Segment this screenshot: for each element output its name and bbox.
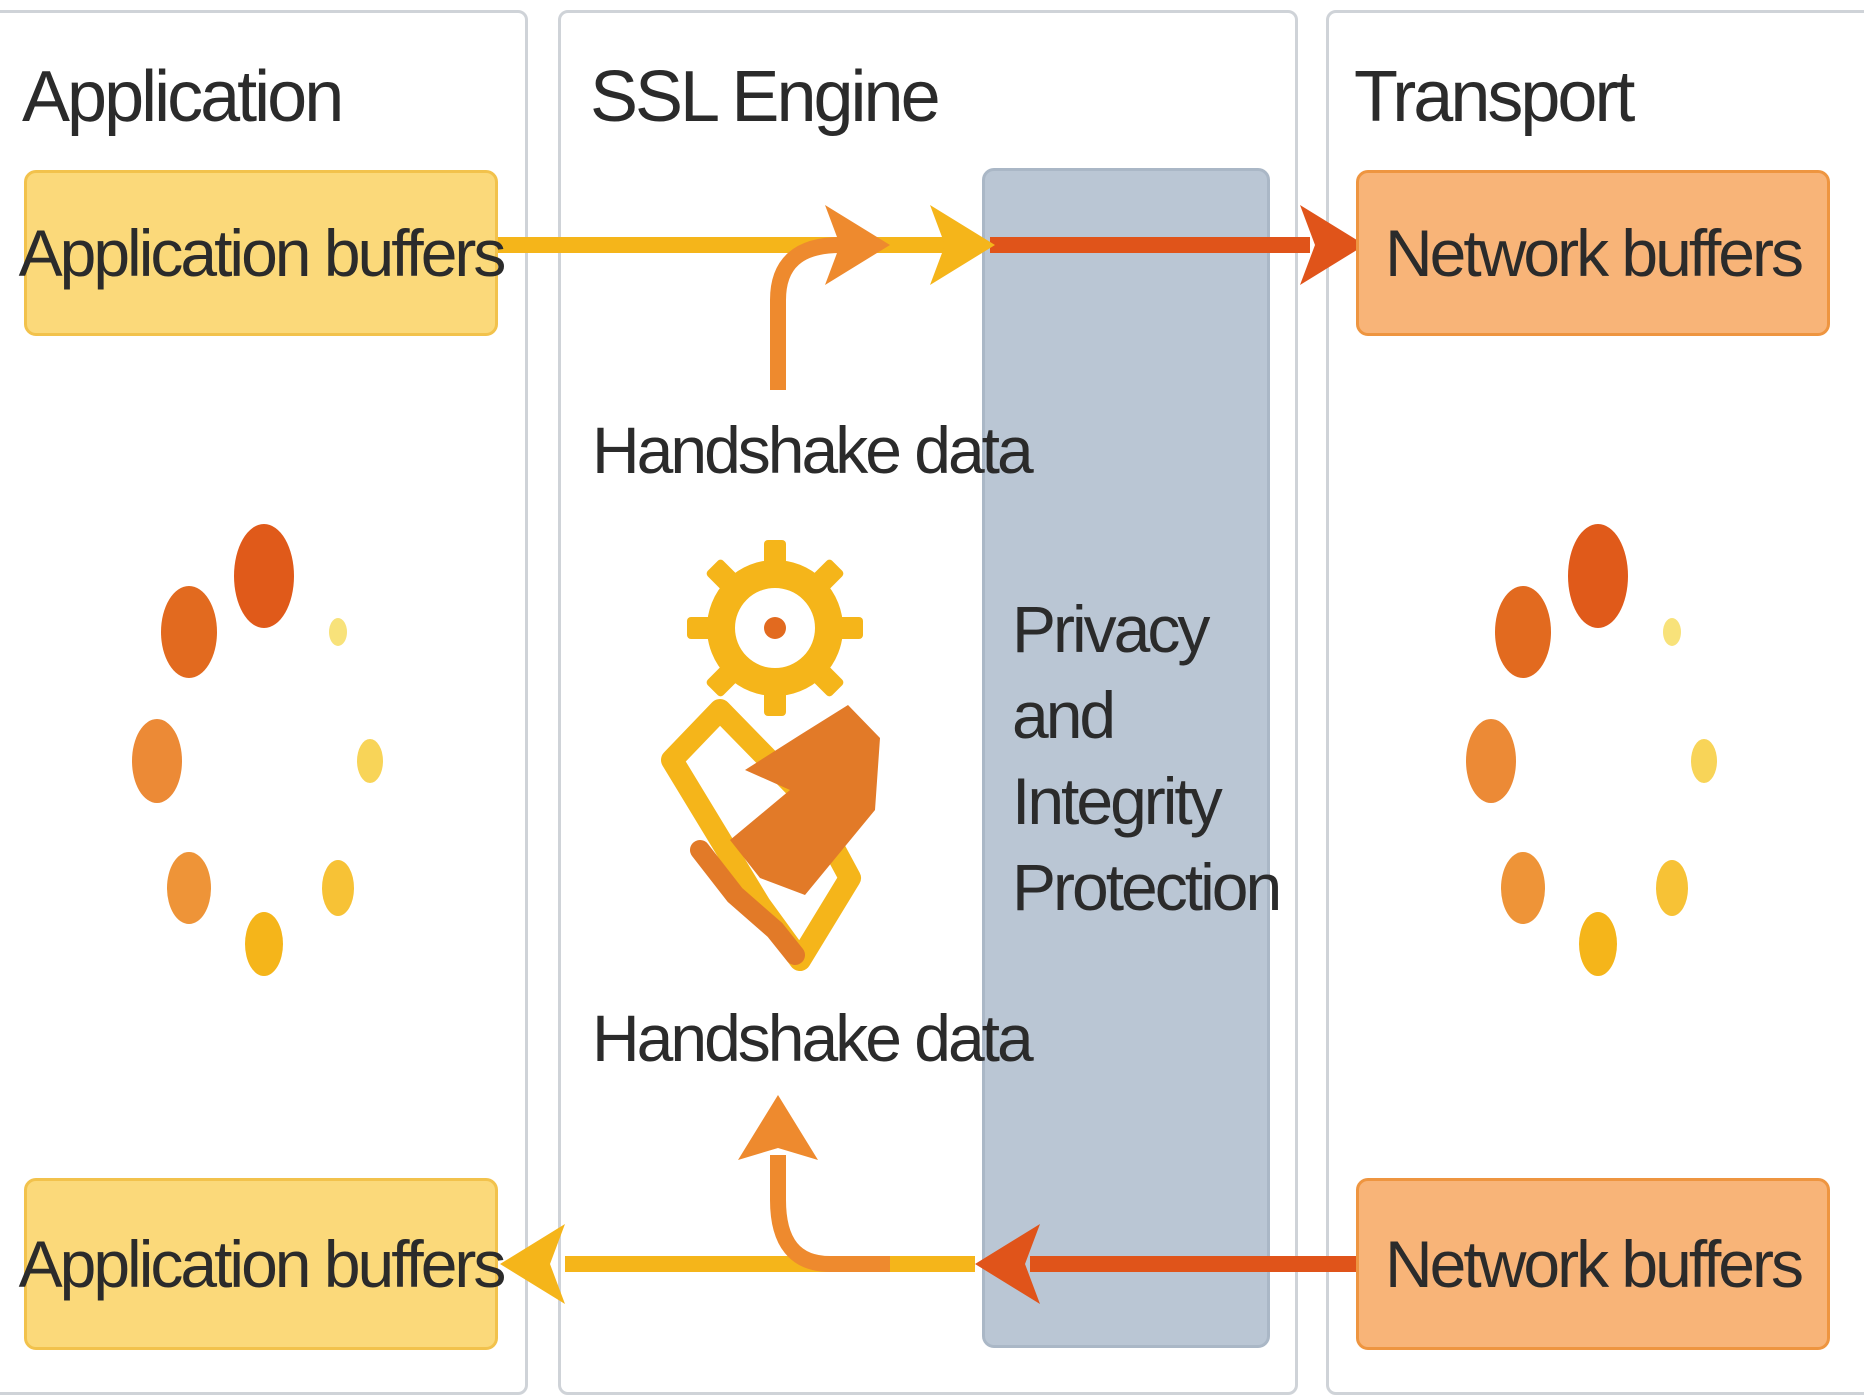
network-buffers-bottom: Network buffers bbox=[1356, 1178, 1830, 1350]
application-title: Application bbox=[22, 57, 344, 137]
handshake-data-label-bottom: Handshake data bbox=[592, 1001, 1034, 1075]
privacy-integrity-protection-block bbox=[982, 168, 1270, 1348]
application-buffers-top: Application buffers bbox=[19, 170, 506, 336]
protection-line-4: Protection bbox=[1012, 850, 1282, 924]
ssl-engine-title: SSL Engine bbox=[590, 57, 941, 137]
handshake-data-label-top: Handshake data bbox=[592, 413, 1034, 487]
handshake-icon bbox=[661, 699, 880, 971]
protection-line-2: and bbox=[1012, 678, 1116, 752]
transport-title: Transport bbox=[1354, 57, 1635, 137]
spinner-icon bbox=[1466, 524, 1717, 976]
protection-line-3: Integrity bbox=[1012, 764, 1223, 838]
inbound-flow-arrow bbox=[500, 1095, 1360, 1304]
protection-label: Privacy and Integrity Protection bbox=[1012, 586, 1282, 930]
spinner-icon bbox=[132, 524, 383, 976]
network-buffers-top: Network buffers bbox=[1356, 170, 1830, 336]
outbound-flow-arrow bbox=[497, 205, 1365, 390]
protection-line-1: Privacy bbox=[1012, 592, 1210, 666]
gear-handshake-icon bbox=[661, 540, 880, 971]
gear-icon bbox=[687, 540, 863, 716]
application-buffers-bottom: Application buffers bbox=[19, 1178, 506, 1350]
